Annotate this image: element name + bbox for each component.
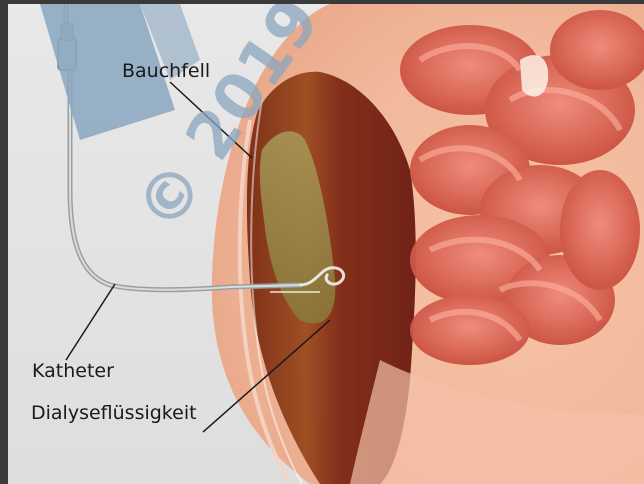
label-katheter: Katheter	[32, 360, 114, 382]
katheter-leader-line	[66, 284, 115, 360]
label-dialyseflussigkeit: Dialyseflüssigkeit	[31, 402, 197, 424]
label-bauchfell: Bauchfell	[122, 60, 210, 82]
intestines	[400, 10, 644, 365]
